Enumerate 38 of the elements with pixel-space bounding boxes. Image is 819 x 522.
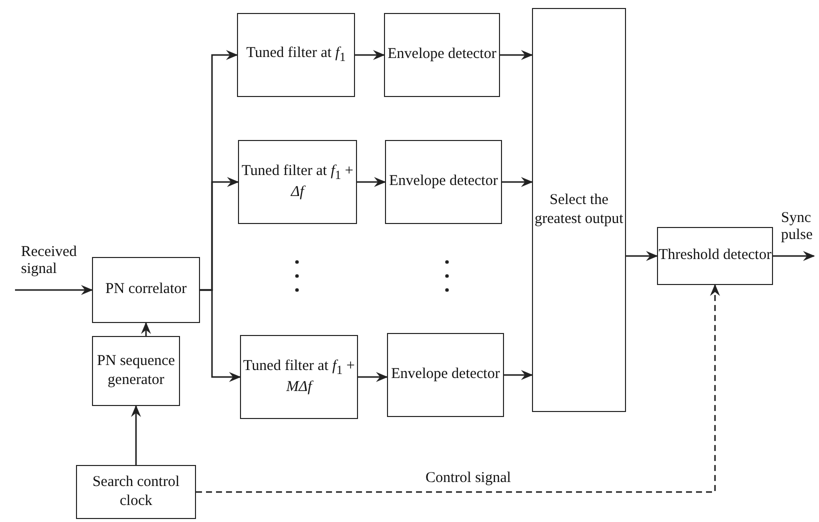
arrow: [131, 405, 141, 465]
block-label: Tuned filter at f$_{1}$ + MΔf: [242, 356, 356, 397]
block-label: Envelope detector: [391, 365, 500, 384]
dashed-arrow: [196, 284, 720, 493]
arrow: [200, 289, 241, 382]
arrow: [504, 370, 533, 380]
block-label: Select the greatest output: [534, 190, 624, 229]
block-label: Tuned filter at f$_{1}$: [246, 44, 346, 66]
block-label: Threshold detector: [658, 246, 772, 266]
arrow: [15, 285, 93, 295]
block-label: Tuned filter at f$_{1}$ + Δf: [240, 162, 354, 202]
block-label: Search control clock: [91, 472, 181, 511]
process-box: [237, 13, 355, 97]
arrow: [141, 322, 151, 336]
arrow: [355, 50, 385, 60]
arrow: [357, 177, 386, 187]
process-box: [657, 227, 773, 285]
arrow: [773, 251, 815, 261]
arrow: [500, 50, 533, 60]
edge-label: Sync pulse: [781, 210, 814, 244]
block-label: PN sequence generator: [96, 352, 176, 390]
process-box: [92, 257, 200, 323]
process-box: [76, 465, 196, 519]
process-box: [384, 13, 500, 97]
block-label: PN correlator: [105, 280, 187, 300]
process-box: [385, 140, 502, 224]
process-box: [240, 335, 358, 419]
arrow: [358, 372, 388, 382]
edge-label: Received signal: [21, 244, 78, 278]
process-box: [238, 140, 357, 224]
block-label: Envelope detector: [388, 45, 496, 64]
block-label: Envelope detector: [389, 172, 498, 192]
process-box: [92, 336, 180, 406]
arrow: [502, 177, 533, 187]
arrow: [626, 251, 658, 261]
edge-label: Control signal: [426, 470, 511, 488]
process-box: [532, 8, 626, 412]
process-box: [387, 333, 504, 417]
